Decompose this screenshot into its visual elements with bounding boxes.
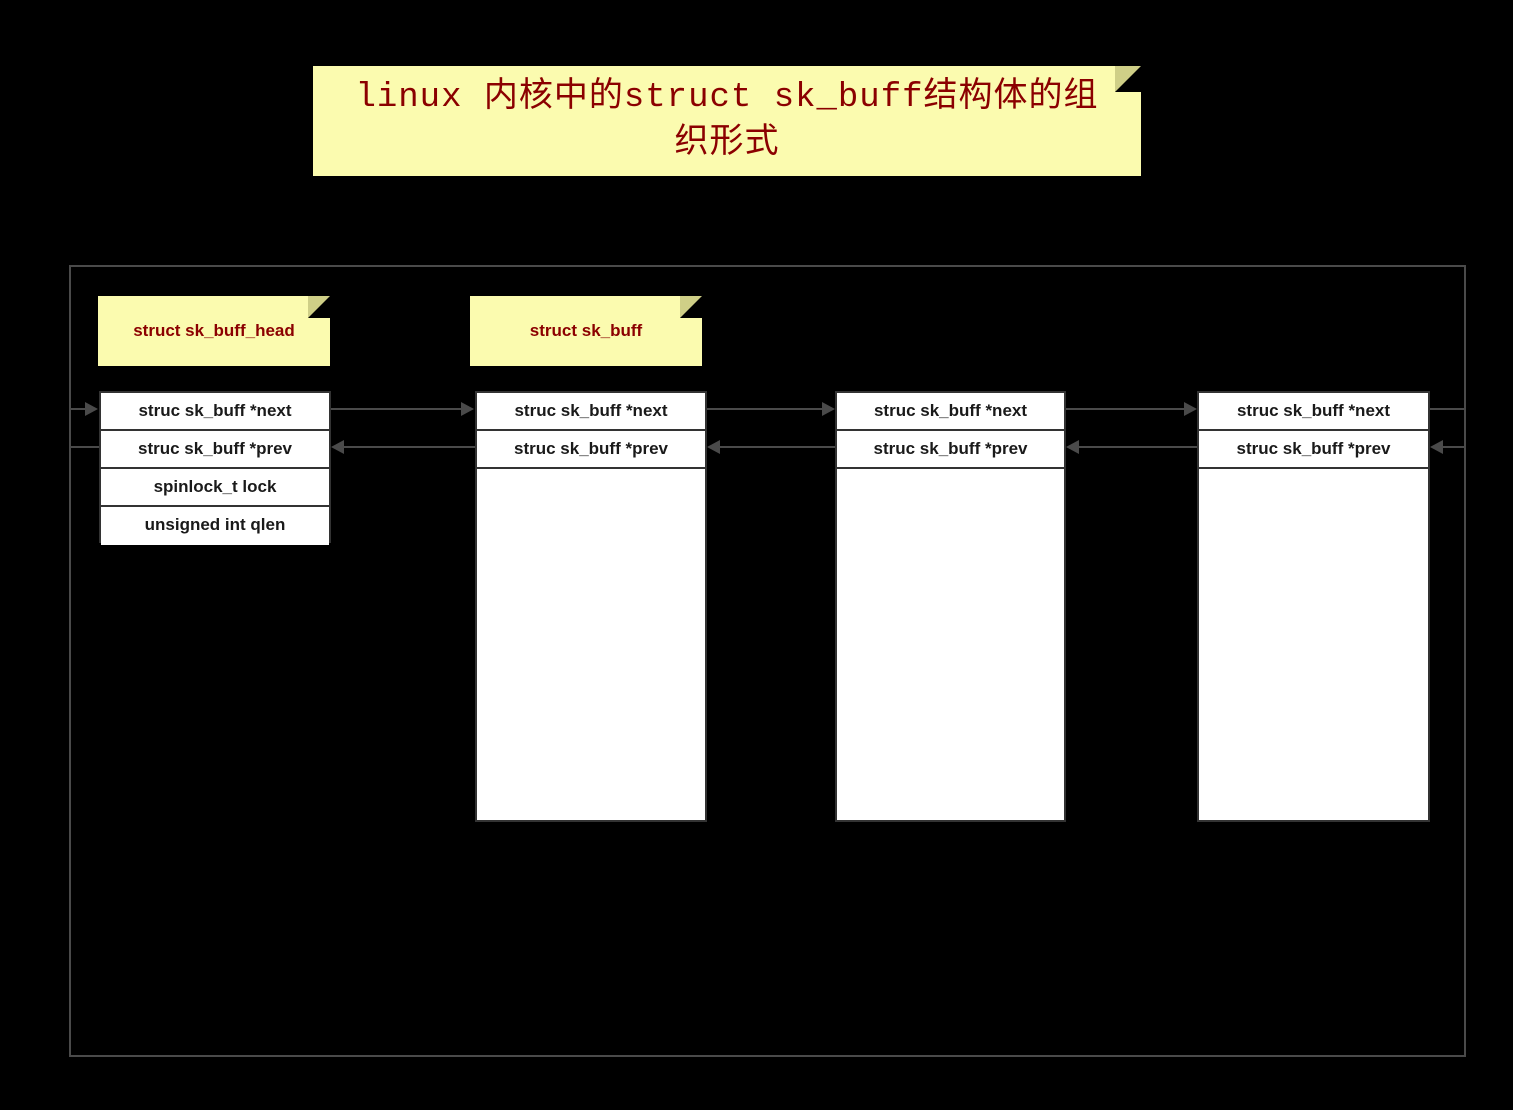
arrowhead-right [85,402,98,416]
field-next: struc sk_buff *next [101,393,329,431]
page-fold-icon [680,296,702,318]
field-lock: spinlock_t lock [101,469,329,507]
field-next: struc sk_buff *next [837,393,1064,431]
struct-body-area [837,469,1064,820]
wrap-next-into-head [69,408,85,410]
arrowhead-left [707,440,720,454]
arrowhead-left [331,440,344,454]
wrap-prev-descend [69,446,71,1057]
field-prev: struc sk_buff *prev [1199,431,1428,469]
field-prev: struc sk_buff *prev [837,431,1064,469]
connector-box1-next-to-box2 [707,408,822,410]
struct-box-sk-buff-head: struc sk_buff *next struc sk_buff *prev … [99,391,331,545]
struct-body-area [1199,469,1428,820]
page-fold-icon [1115,66,1141,92]
legend-note-label: struct sk_buff [529,321,643,340]
struct-box-sk-buff-2: struc sk_buff *next struc sk_buff *prev [835,391,1066,822]
connector-box1-prev-to-head [344,446,475,448]
connector-box2-next-to-box3 [1066,408,1184,410]
legend-note-sk-buff: struct sk_buff [470,296,702,366]
connector-box3-prev-to-box2 [1079,446,1197,448]
wrap-next-descend-left [69,265,71,410]
field-prev: struc sk_buff *prev [477,431,705,469]
arrowhead-left [1430,440,1443,454]
title-note: linux 内核中的struct sk_buff结构体的组织形式 [313,66,1141,176]
arrowhead-right [822,402,835,416]
arrowhead-right [1184,402,1197,416]
field-qlen: unsigned int qlen [101,507,329,545]
arrowhead-left [1066,440,1079,454]
field-prev: struc sk_buff *prev [101,431,329,469]
field-next: struc sk_buff *next [1199,393,1428,431]
field-next: struc sk_buff *next [477,393,705,431]
wrap-prev-ascend-right [1464,447,1466,1057]
legend-note-sk-buff-head: struct sk_buff_head [98,296,330,366]
title-text: linux 内核中的struct sk_buff结构体的组织形式 [355,79,1099,163]
wrap-prev-stub-left [69,446,99,448]
legend-note-label: struct sk_buff_head [133,321,295,340]
page-fold-icon [308,296,330,318]
struct-box-sk-buff-3: struc sk_buff *next struc sk_buff *prev [1197,391,1430,822]
wrap-prev-into-box3 [1443,446,1466,448]
connector-box2-prev-to-box1 [720,446,835,448]
arrowhead-right [461,402,474,416]
struct-box-sk-buff-1: struc sk_buff *next struc sk_buff *prev [475,391,707,822]
wrap-next-stub-right [1430,408,1466,410]
struct-body-area [477,469,705,820]
connector-head-next-to-box1 [331,408,461,410]
